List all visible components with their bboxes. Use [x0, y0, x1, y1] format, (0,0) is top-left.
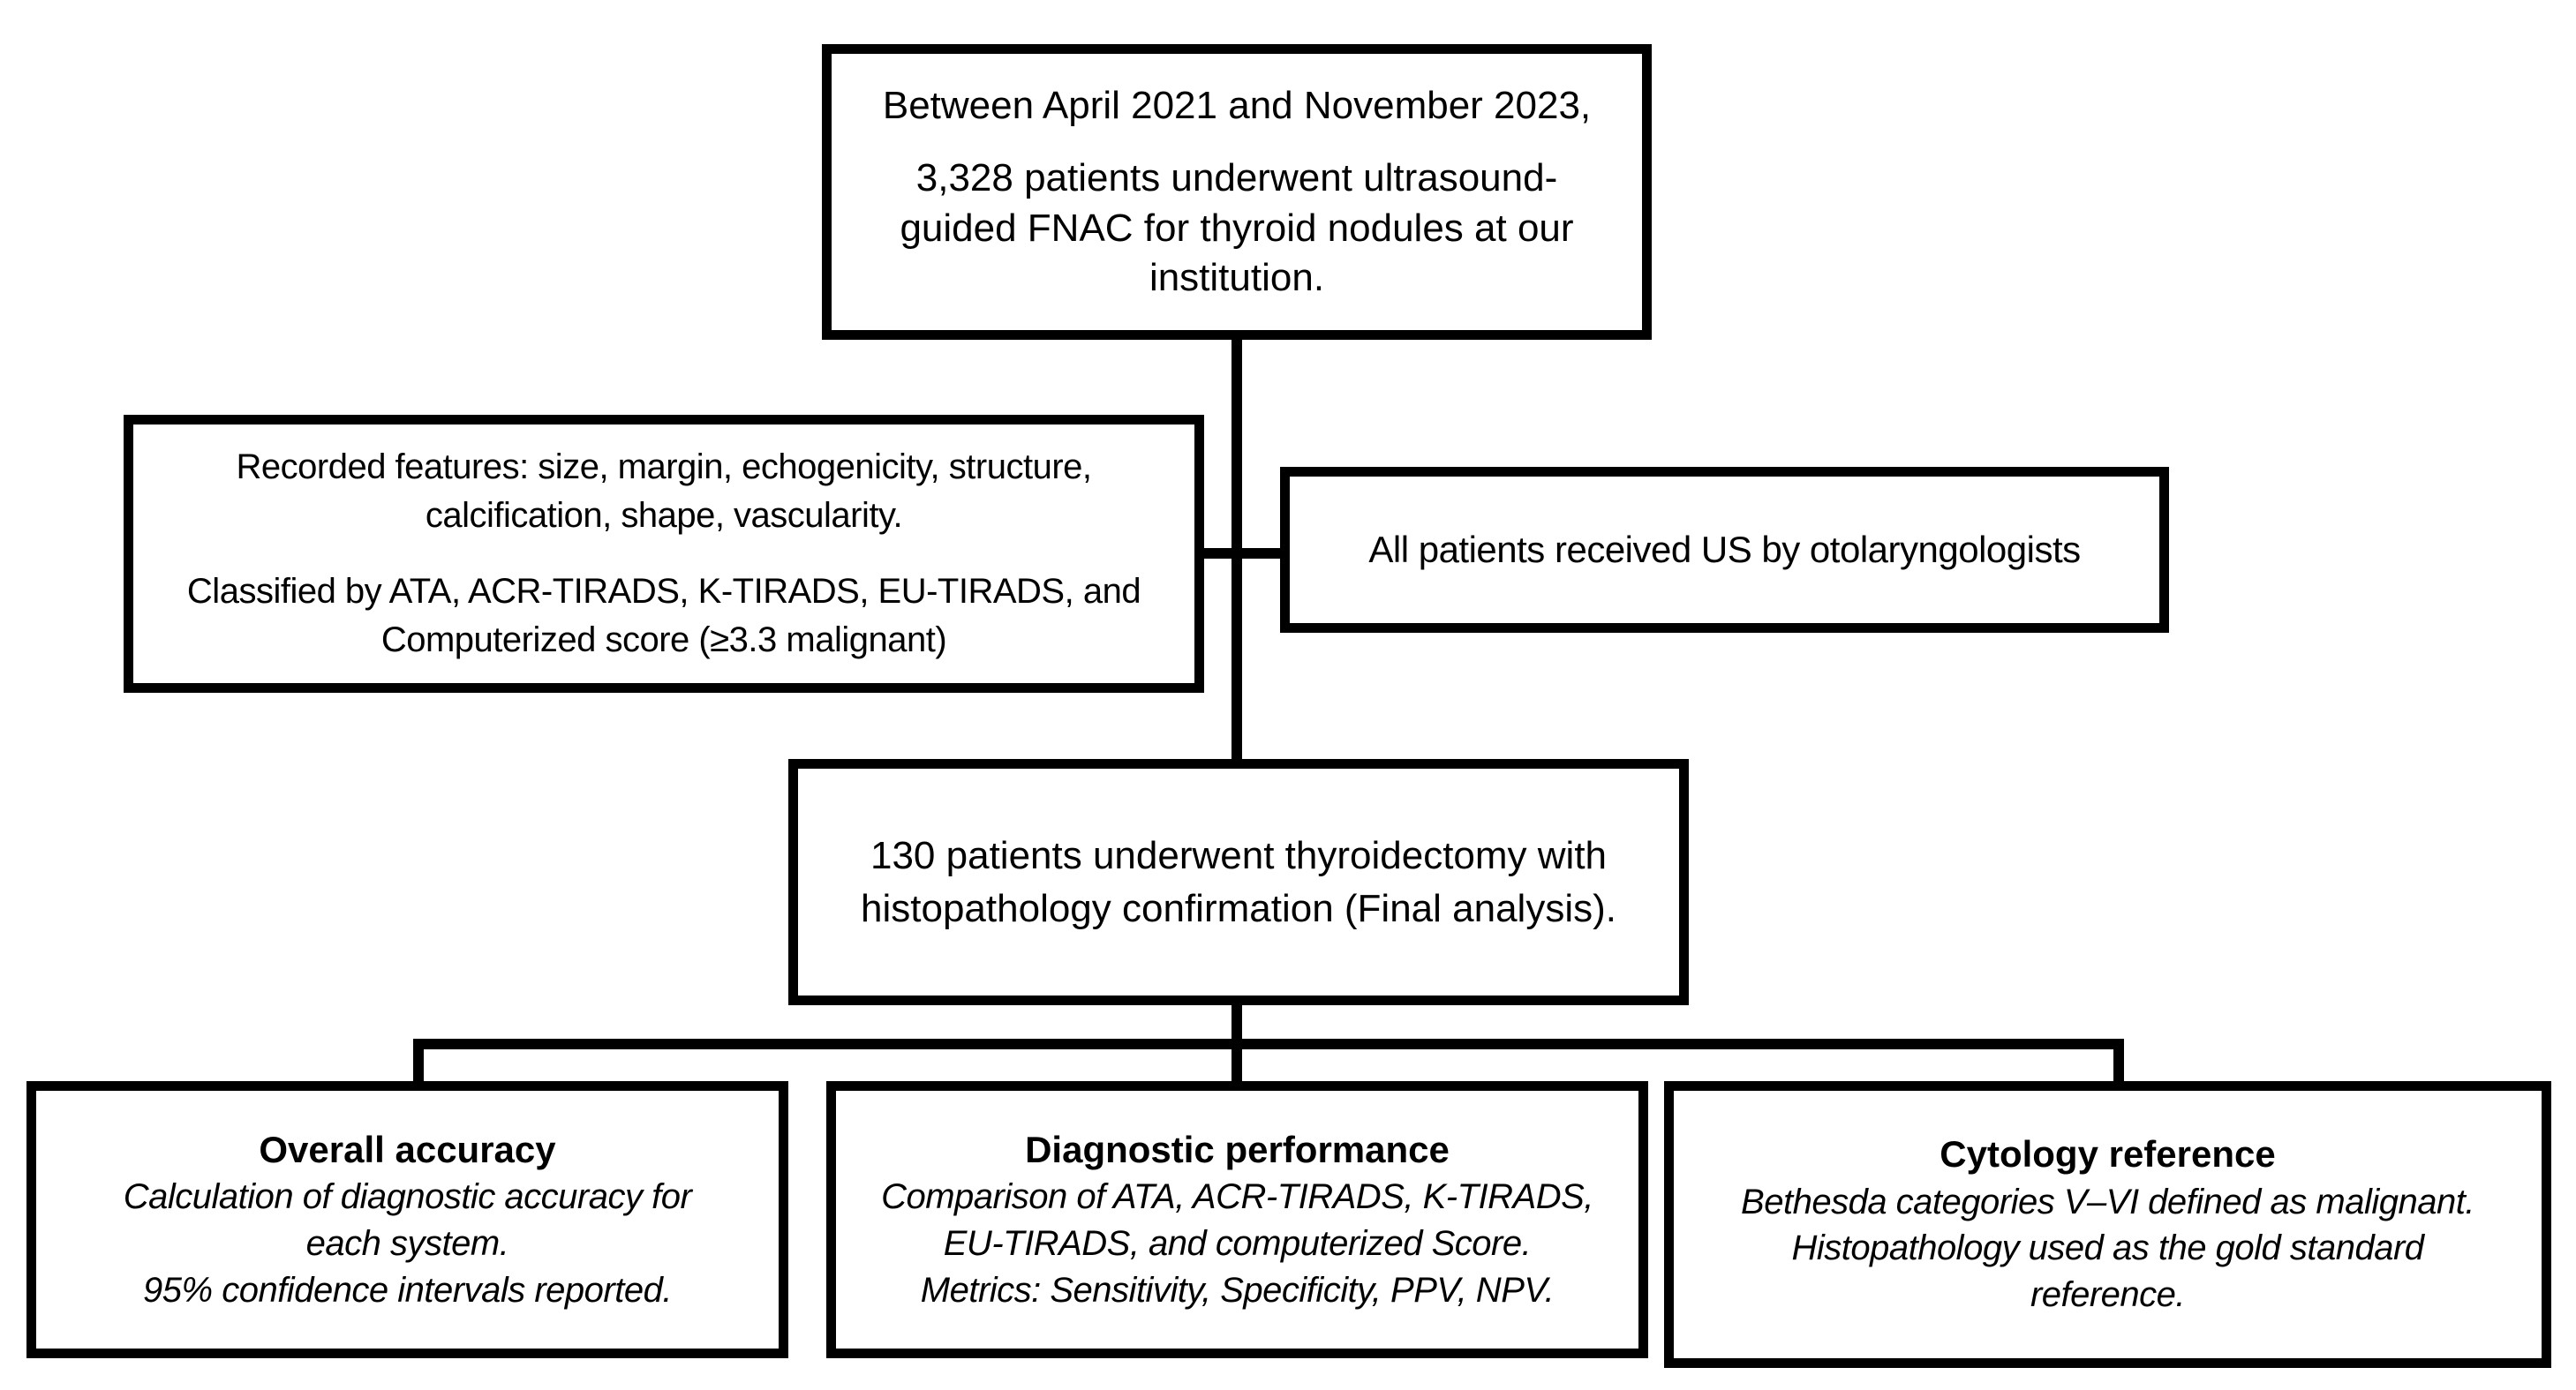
recruitment-period-text: Between April 2021 and November 2023, — [882, 83, 1592, 127]
connector-features-to-ultrasound — [1194, 548, 1292, 559]
cytology-reference-title: Cytology reference — [1940, 1133, 2276, 1175]
recorded-features-text: Recorded features: size, margin, echogen… — [236, 447, 1093, 536]
branch-distribution-line — [413, 1039, 2124, 1049]
diagnostic-performance-body: Comparison of ATA, ACR-TIRADS, K-TIRADS,… — [881, 1177, 1593, 1310]
box-diagnostic-performance: Diagnostic performance Comparison of ATA… — [826, 1081, 1648, 1358]
box-final-analysis: 130 patients underwent thyroidectomy wit… — [788, 759, 1689, 1005]
recruitment-cohort-text: 3,328 patients underwent ultrasound- gui… — [900, 156, 1574, 299]
box-ultrasound-operators: All patients received US by otolaryngolo… — [1280, 467, 2169, 633]
branch-drop-left — [413, 1039, 424, 1086]
box-cytology-reference: Cytology reference Bethesda categories V… — [1664, 1081, 2551, 1368]
box-overall-accuracy: Overall accuracy Calculation of diagnost… — [26, 1081, 788, 1358]
overall-accuracy-title: Overall accuracy — [259, 1128, 556, 1170]
overall-accuracy-body: Calculation of diagnostic accuracy for e… — [123, 1177, 692, 1310]
final-analysis-text: 130 patients underwent thyroidectomy wit… — [861, 834, 1616, 930]
classification-systems-text: Classified by ATA, ACR-TIRADS, K-TIRADS,… — [186, 571, 1141, 659]
box-recorded-features: Recorded features: size, margin, echogen… — [124, 415, 1204, 693]
ultrasound-operators-text: All patients received US by otolaryngolo… — [1368, 528, 2081, 570]
cytology-reference-body: Bethesda categories V–VI defined as mali… — [1741, 1182, 2474, 1315]
box-recruitment: Between April 2021 and November 2023, 3,… — [822, 44, 1652, 340]
diagnostic-performance-title: Diagnostic performance — [1025, 1128, 1450, 1170]
branch-drop-right — [2113, 1039, 2124, 1086]
